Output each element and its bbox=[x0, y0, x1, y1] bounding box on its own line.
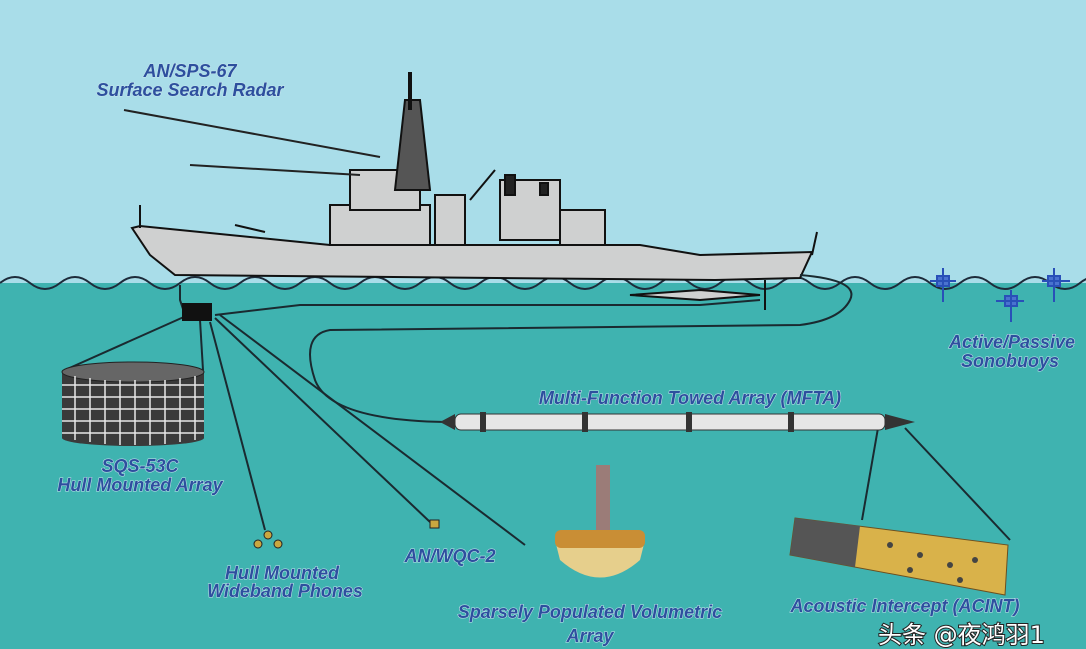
watermark: 头条 @夜鸿羽1 bbox=[878, 621, 1045, 649]
phones-label: Hull Mounted bbox=[225, 563, 340, 583]
cables bbox=[64, 274, 1011, 546]
destroyer-ship bbox=[130, 72, 818, 310]
wqc-2-label: AN/WQC-2 bbox=[404, 546, 496, 566]
sea bbox=[0, 283, 1086, 649]
acoustic-intercept-icon bbox=[789, 517, 1009, 596]
sonar-electronics-box bbox=[182, 303, 212, 321]
wideband-phones-icon bbox=[253, 530, 283, 549]
phones-label: Wideband Phones bbox=[207, 581, 363, 601]
acint-label: Acoustic Intercept (ACINT) bbox=[789, 596, 1019, 616]
spva-label: Array bbox=[565, 626, 614, 646]
radar-pointer-line bbox=[123, 109, 381, 158]
sonobuoys-label: Active/Passive bbox=[948, 332, 1075, 352]
towed-array-icon bbox=[440, 412, 915, 432]
sqs-53c-label: Hull Mounted Array bbox=[57, 475, 223, 495]
radar-label: Surface Search Radar bbox=[96, 80, 284, 100]
radar-pointer-line bbox=[189, 164, 361, 176]
sonobuoy-icons bbox=[930, 268, 1070, 322]
sqs-53c-label: SQS-53C bbox=[101, 456, 179, 476]
wqc-2-icon bbox=[429, 519, 440, 529]
sonobuoys-label: Sonobuoys bbox=[961, 351, 1059, 371]
mfta-label: Multi-Function Towed Array (MFTA) bbox=[539, 388, 841, 408]
radar-label: AN/SPS-67 bbox=[142, 61, 237, 81]
volumetric-array-icon bbox=[555, 465, 645, 578]
spva-label: Sparsely Populated Volumetric bbox=[458, 602, 722, 622]
sqs-53c-array-icon bbox=[61, 361, 205, 446]
